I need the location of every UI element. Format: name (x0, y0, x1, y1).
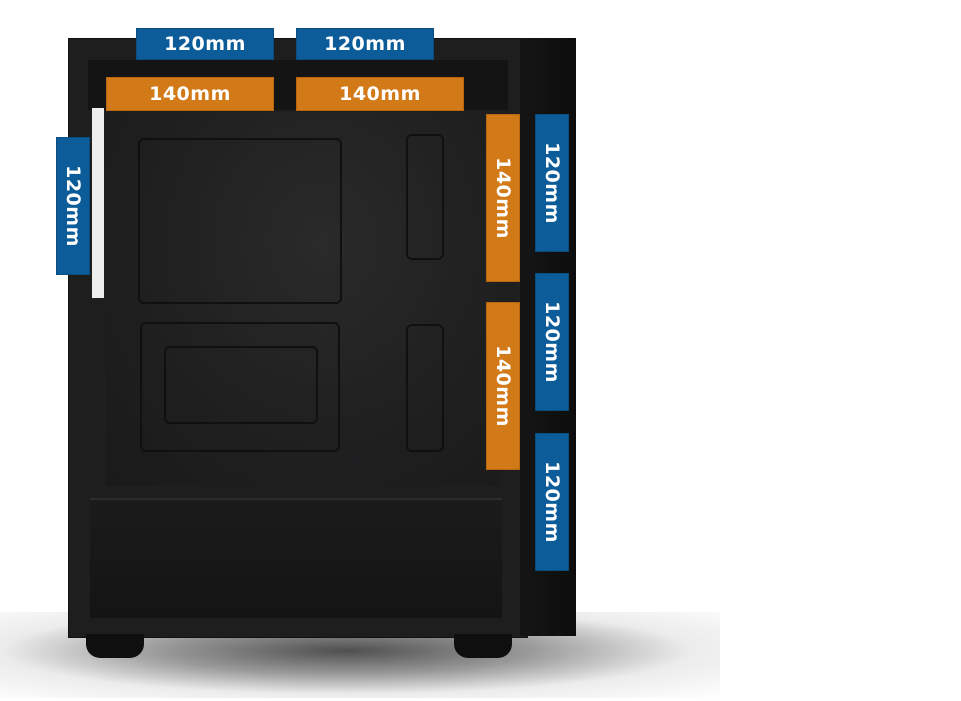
label-top-140-left: 140mm (106, 77, 274, 111)
label-front-120-bottom: 120mm (535, 433, 569, 571)
label-top-140-right: 140mm (296, 77, 464, 111)
label-front-120-middle: 120mm (535, 273, 569, 411)
label-front-140-bottom: 140mm (486, 302, 520, 470)
label-front-120-top: 120mm (535, 114, 569, 252)
cpu-backplate-window (164, 346, 318, 424)
label-rear-120: 120mm (56, 137, 90, 275)
cable-grommet-upper (406, 134, 444, 260)
cable-grommet-lower (406, 324, 444, 452)
label-front-140-top: 140mm (486, 114, 520, 282)
label-top-120-left: 120mm (136, 28, 274, 60)
psu-shroud (90, 498, 502, 618)
case-foot-right (454, 634, 512, 658)
label-top-120-right: 120mm (296, 28, 434, 60)
rear-side-gap (92, 108, 104, 298)
motherboard-cutout-upper (138, 138, 342, 304)
case-foot-left (86, 634, 144, 658)
cpu-cutout (140, 322, 340, 452)
